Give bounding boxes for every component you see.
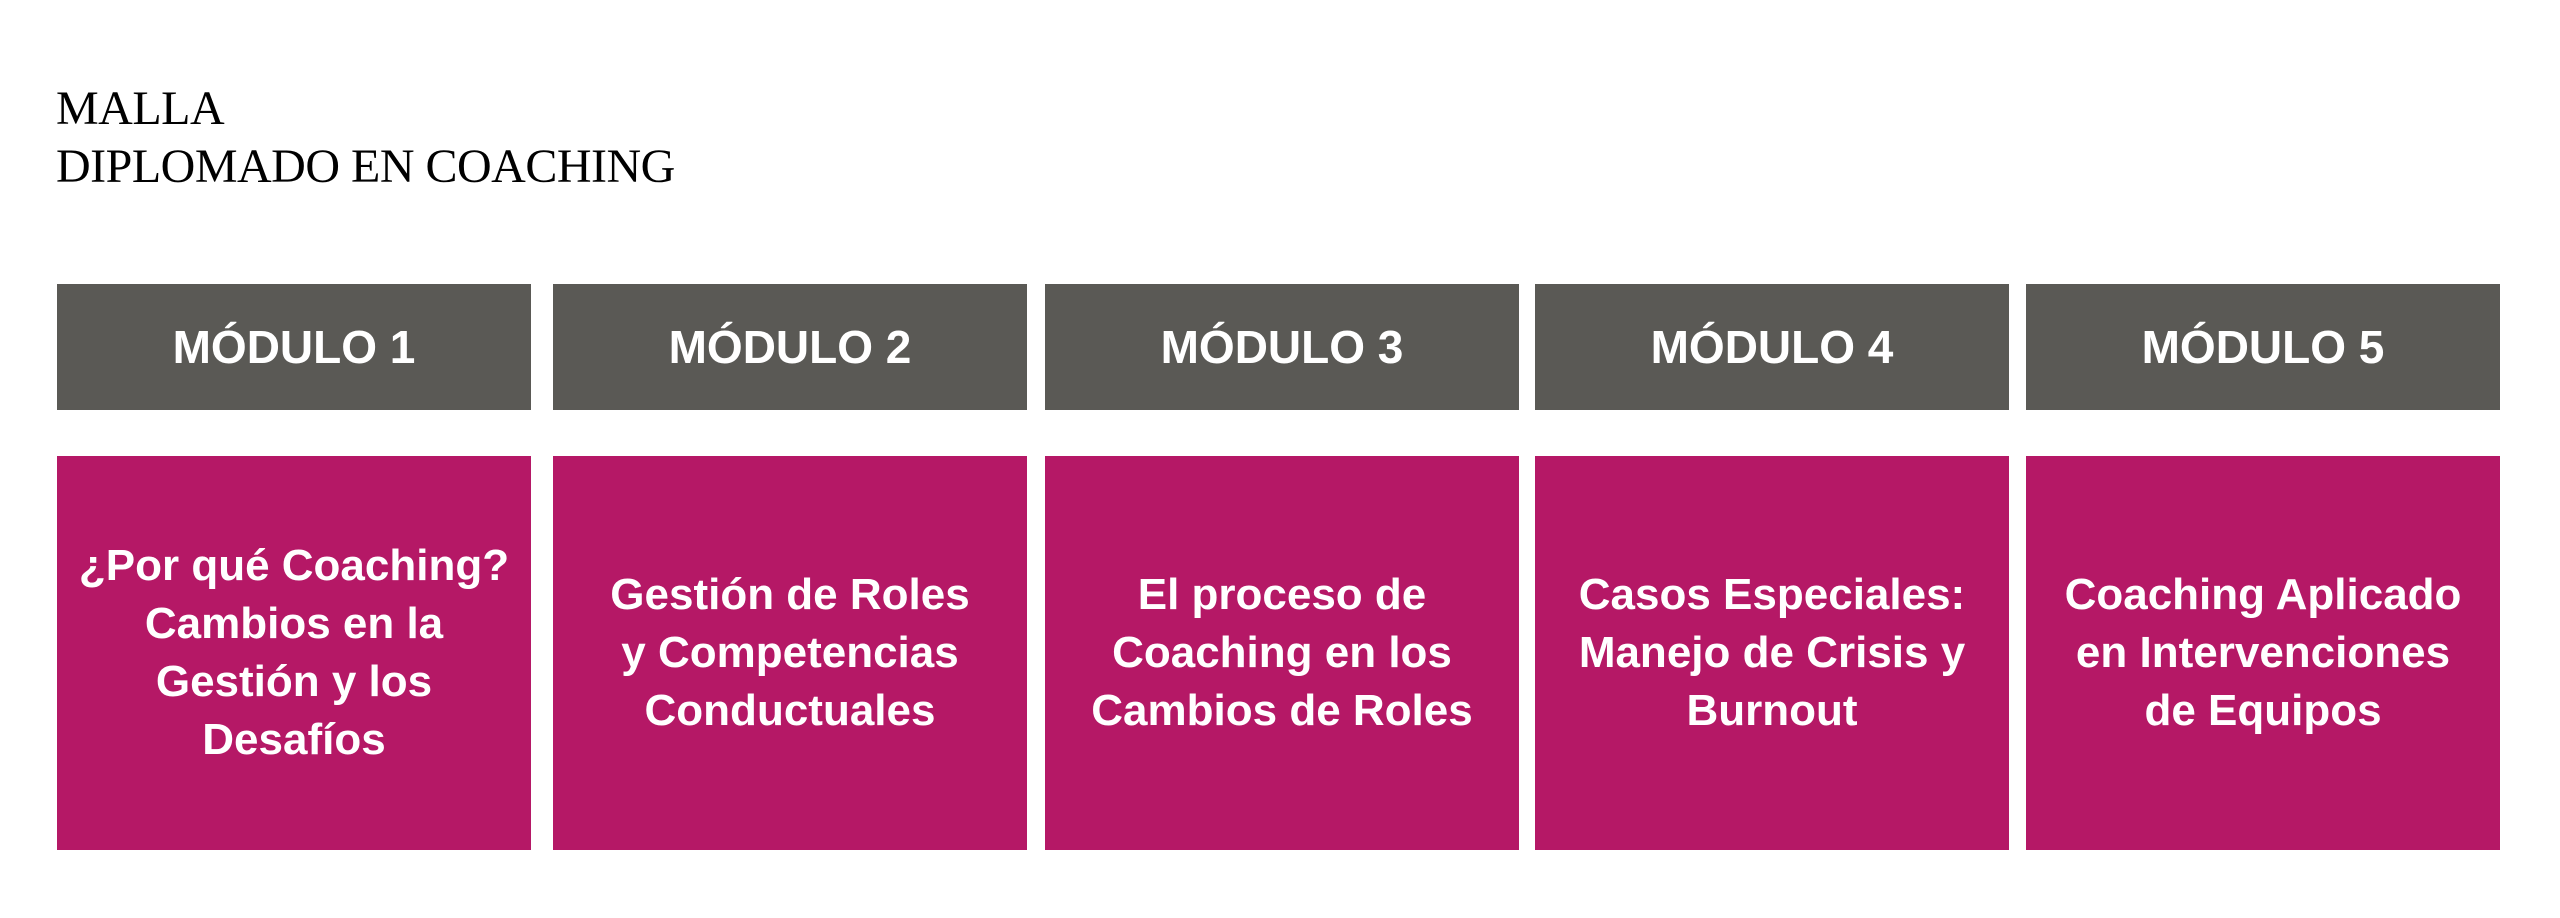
module-3-line-2: Coaching en los: [1112, 628, 1452, 677]
module-1-line-1: ¿Por qué Coaching?: [78, 541, 510, 590]
module-1-line-3: Gestión y los: [155, 657, 433, 706]
module-2-line-2: y Competencias: [621, 628, 959, 677]
title-line-1: MALLA: [56, 82, 225, 135]
module-column-4: MÓDULO 4 Casos Especiales: Manejo de Cri…: [1535, 284, 2009, 850]
title-line-2: DIPLOMADO EN COACHING: [56, 140, 675, 193]
module-2-line-3: Conductuales: [644, 686, 936, 735]
module-4-body: Casos Especiales: Manejo de Crisis y Bur…: [1535, 456, 2009, 850]
module-1-header: MÓDULO 1: [57, 284, 531, 410]
module-1-body: ¿Por qué Coaching? Cambios en la Gestión…: [57, 456, 531, 850]
page-title: MALLA DIPLOMADO EN COACHING: [56, 80, 675, 196]
module-5-body: Coaching Aplicado en Intervenciones de E…: [2026, 456, 2500, 850]
module-5-line-2: en Intervenciones: [2075, 628, 2451, 677]
module-4-header: MÓDULO 4: [1535, 284, 2009, 410]
module-5-line-1: Coaching Aplicado: [2064, 570, 2462, 619]
module-3-line-1: El proceso de: [1137, 570, 1427, 619]
module-3-header: MÓDULO 3: [1045, 284, 1519, 410]
module-column-5: MÓDULO 5 Coaching Aplicado en Intervenci…: [2026, 284, 2500, 850]
module-2-line-1: Gestión de Roles: [610, 570, 970, 619]
module-1-line-2: Cambios en la: [144, 599, 444, 648]
module-5-line-3: de Equipos: [2144, 686, 2382, 735]
module-1-line-4: Desafíos: [202, 715, 386, 764]
module-column-1: MÓDULO 1 ¿Por qué Coaching? Cambios en l…: [57, 284, 531, 850]
module-column-2: MÓDULO 2 Gestión de Roles y Competencias…: [553, 284, 1027, 850]
module-4-line-3: Burnout: [1686, 686, 1858, 735]
module-3-line-3: Cambios de Roles: [1091, 686, 1473, 735]
module-3-body: El proceso de Coaching en los Cambios de…: [1045, 456, 1519, 850]
module-4-line-2: Manejo de Crisis y: [1578, 628, 1966, 677]
module-2-header: MÓDULO 2: [553, 284, 1027, 410]
module-2-body: Gestión de Roles y Competencias Conductu…: [553, 456, 1027, 850]
module-5-header: MÓDULO 5: [2026, 284, 2500, 410]
module-column-3: MÓDULO 3 El proceso de Coaching en los C…: [1045, 284, 1519, 850]
module-4-line-1: Casos Especiales:: [1578, 570, 1966, 619]
